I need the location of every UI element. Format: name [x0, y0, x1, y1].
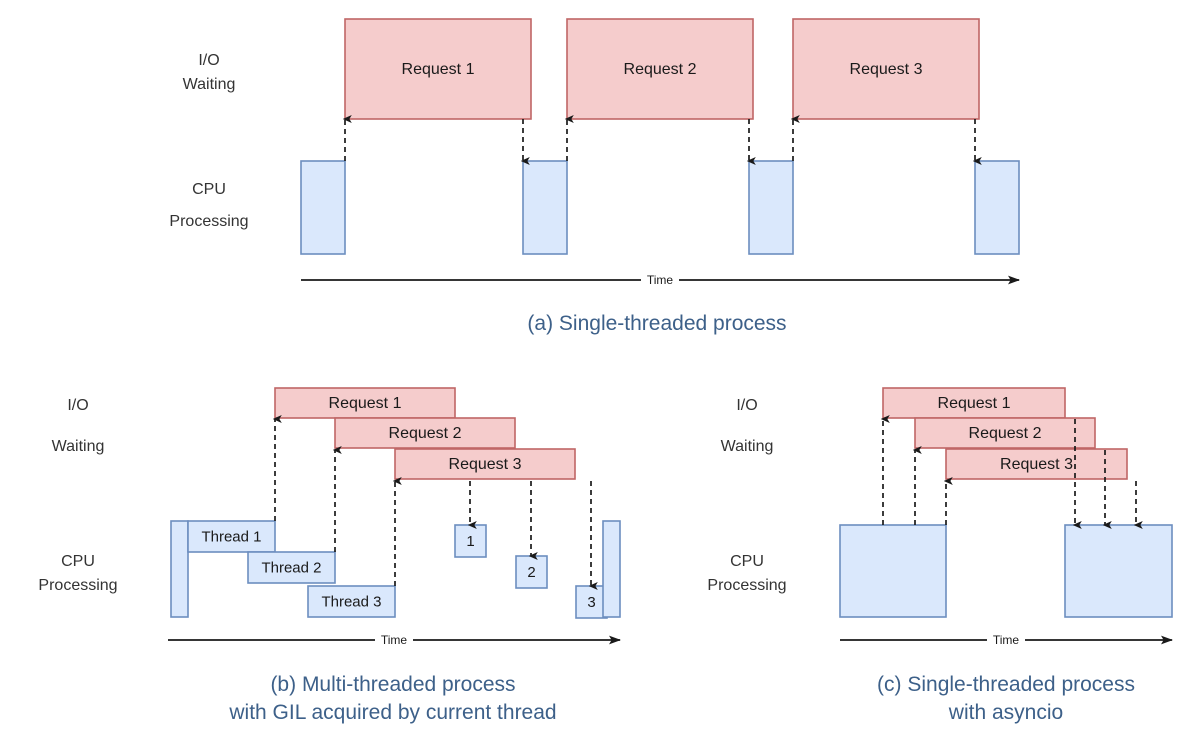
panel-a-cpu-processing-label: Processing — [169, 213, 248, 230]
panel-b-io-waiting-label: I/O — [67, 397, 88, 414]
panel-a-io-waiting-label: Waiting — [183, 76, 236, 93]
panel-b-cpu-block-label: Thread 3 — [321, 593, 381, 610]
panel-c-cpu-processing-label: Processing — [707, 577, 786, 594]
panel-c-cpu-processing-label: CPU — [730, 553, 764, 570]
panel-b-cpu-block — [307, 585, 396, 618]
panel-a-cpu-block — [748, 160, 794, 255]
panel-a-time-label: Time — [647, 273, 674, 287]
panel-a-caption: (a) Single-threaded process — [527, 312, 786, 335]
panel-b-cpu-block-label: Thread 1 — [201, 528, 261, 545]
panel-b-cpu-processing-label: CPU — [61, 553, 95, 570]
panel-c-cpu-block — [1064, 524, 1173, 618]
panel-a-io-waiting-label: I/O — [198, 52, 219, 69]
panel-a-single-threaded: Request 1 Request 2 Request 3 Time — [300, 18, 1020, 288]
panel-b-time-label-bg — [375, 632, 413, 648]
panel-c-caption: with asyncio — [948, 701, 1063, 724]
panel-a-cpu-processing-label: CPU — [192, 181, 226, 198]
panel-c-io-request-block-label: Request 1 — [938, 395, 1011, 412]
panel-c-io-waiting-label: Waiting — [721, 438, 774, 455]
panel-c-time-label-bg — [987, 632, 1025, 648]
panel-a-cpu-block — [974, 160, 1020, 255]
panel-b-cpu-processing-label: Processing — [38, 577, 117, 594]
panel-b-io-request-block — [334, 417, 516, 449]
panel-c-io-request-block-label: Request 2 — [969, 425, 1042, 442]
panel-c-io-waiting-label: I/O — [736, 397, 757, 414]
panel-c-time-label: Time — [993, 633, 1020, 647]
captions-layer: (a) Single-threaded process (b) Multi-thr… — [228, 312, 1135, 724]
panel-b-io-request-block-label: Request 2 — [389, 425, 462, 442]
panel-b-io-waiting-label: Waiting — [52, 438, 105, 455]
panel-a-cpu-block — [522, 160, 568, 255]
panel-a-io-request-block — [344, 18, 532, 120]
panel-c-caption: (c) Single-threaded process — [877, 673, 1135, 696]
panel-b-caption: (b) Multi-threaded process — [270, 673, 515, 696]
panel-b-cpu-block — [247, 551, 336, 584]
panel-a-time-label-bg — [641, 272, 679, 288]
panel-b-caption: with GIL acquired by current thread — [228, 701, 556, 724]
panel-a-io-request-block-label: Request 2 — [624, 61, 697, 78]
panel-b-cpu-block-label: 3 — [587, 594, 595, 611]
panel-c-io-request-block — [945, 448, 1128, 480]
panel-b-io-request-block-label: Request 3 — [449, 456, 522, 473]
panel-b-cpu-block-label: Thread 2 — [261, 559, 321, 576]
panel-c-io-request-block — [914, 417, 1096, 449]
panel-c-cpu-block — [839, 524, 947, 618]
panel-b-cpu-block-label: 2 — [527, 564, 535, 581]
panel-b-io-request-block — [394, 448, 576, 480]
panel-a-io-request-block-label: Request 3 — [850, 61, 923, 78]
panel-b-cpu-block — [187, 520, 276, 553]
panel-b-cpu-block — [515, 555, 548, 589]
axis-labels-layer: I/OWaitingCPUProcessingI/OWaitingCPUProc… — [38, 52, 786, 594]
panel-b-cpu-block — [170, 520, 189, 618]
panel-c-asyncio: Request 1 Request 2 Request 3 Time — [839, 387, 1173, 648]
panel-c-io-request-block — [882, 387, 1066, 419]
panel-a-cpu-block — [300, 160, 346, 255]
panel-b-io-request-block-label: Request 1 — [329, 395, 402, 412]
panel-c-io-request-block-label: Request 3 — [1000, 456, 1073, 473]
panel-a-io-request-block-label: Request 1 — [402, 61, 475, 78]
panel-b-cpu-block-label: 1 — [466, 533, 474, 550]
panel-a-io-request-block — [792, 18, 980, 120]
panel-b-cpu-block — [602, 520, 621, 618]
panel-a-io-request-block — [566, 18, 754, 120]
panel-b-time-label: Time — [381, 633, 408, 647]
